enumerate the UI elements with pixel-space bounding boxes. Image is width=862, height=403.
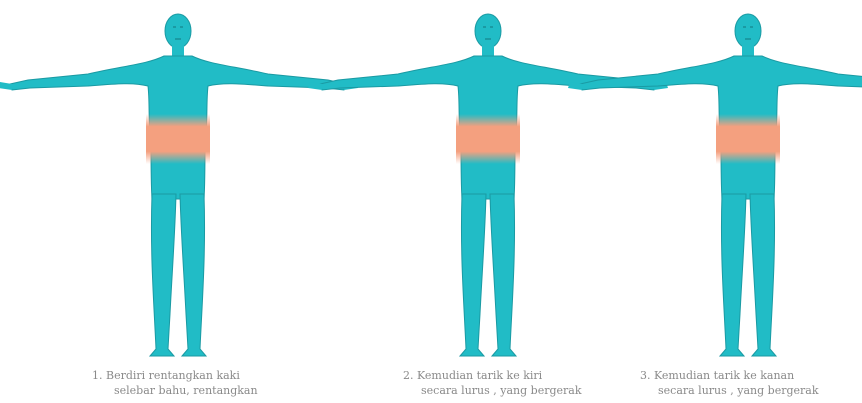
step-2-caption-line-2: secara lurus , yang bergerak (403, 383, 582, 398)
figure-2 (308, 14, 668, 356)
step-1-caption-line-2: selebar bahu, rentangkan (92, 383, 258, 398)
figure-1 (0, 14, 358, 356)
human-figure-front-icon (308, 14, 668, 356)
figure-3 (568, 14, 862, 356)
human-figure-front-icon (0, 14, 358, 356)
step-1-caption-line-1: 1. Berdiri rentangkan kaki (92, 368, 258, 383)
step-3-caption-line-2: secara lurus , yang bergerak (640, 383, 819, 398)
step-2-caption-line-1: 2. Kemudian tarik ke kiri (403, 368, 582, 383)
step-1-caption: 1. Berdiri rentangkan kaki selebar bahu,… (92, 368, 258, 398)
step-3-caption: 3. Kemudian tarik ke kanan secara lurus … (640, 368, 819, 398)
human-figure-front-icon (568, 14, 862, 356)
step-3-caption-line-1: 3. Kemudian tarik ke kanan (640, 368, 819, 383)
step-2-caption: 2. Kemudian tarik ke kiri secara lurus ,… (403, 368, 582, 398)
